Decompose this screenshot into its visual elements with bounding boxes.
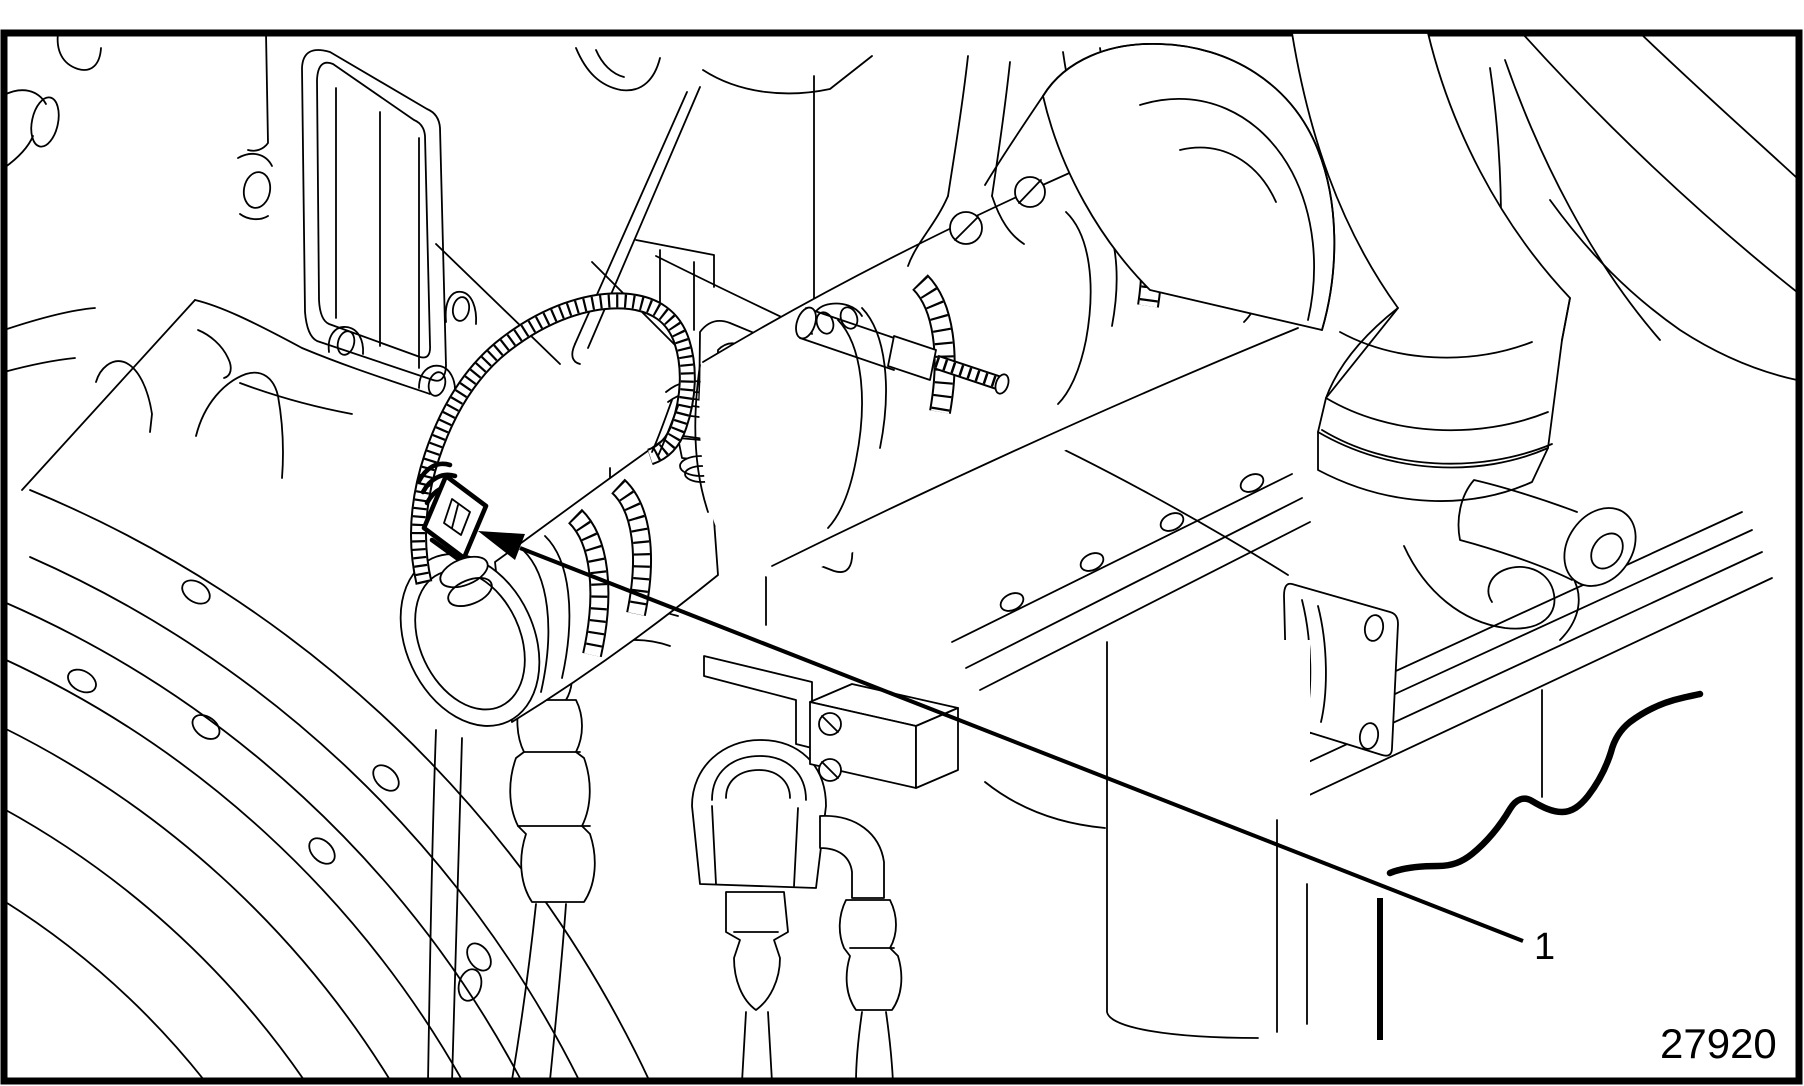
break-squiggle <box>1386 690 1704 877</box>
fuel-fittings <box>427 609 959 1083</box>
harness-conduit <box>410 292 696 585</box>
arrowhead <box>478 531 525 560</box>
gasket-cover-plate <box>237 32 477 397</box>
engine-mount-boss <box>1403 479 1637 641</box>
exhaust-pipe-lower <box>984 640 1543 1040</box>
figure-number: 27920 <box>1660 1020 1777 1067</box>
clamp-bolt <box>795 306 1010 395</box>
callout-1-label: 1 <box>1534 926 1556 968</box>
turbocharger <box>984 43 1336 331</box>
flywheel-housing <box>3 32 650 1081</box>
access-plate <box>1283 582 1399 757</box>
exhaust-elbow <box>1291 32 1571 502</box>
callout-leader <box>478 531 1524 943</box>
figure-frame <box>0 29 1803 1085</box>
turbo-speed-sensor-connector <box>416 461 493 607</box>
